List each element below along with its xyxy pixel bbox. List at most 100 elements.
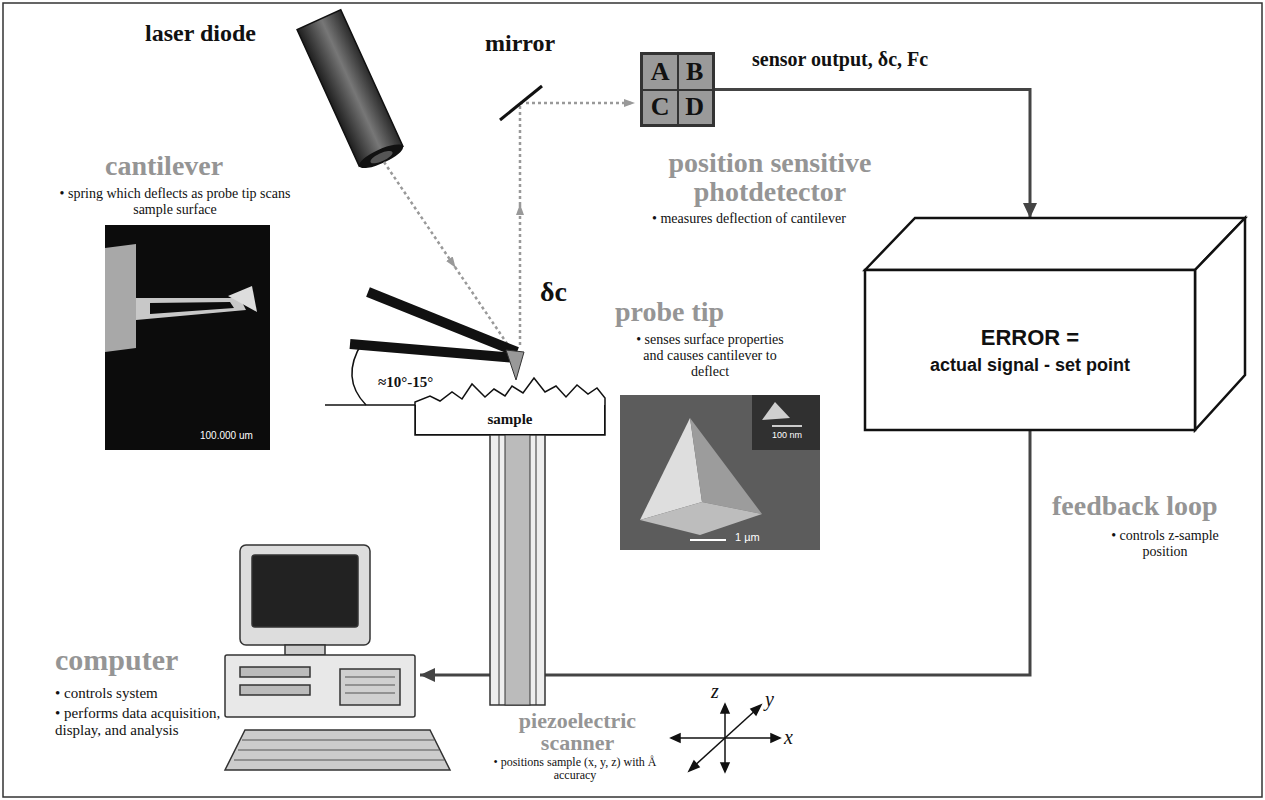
computer-part — [252, 555, 358, 627]
axis-label: x — [784, 726, 793, 749]
part-heading: feedback loop — [1052, 490, 1218, 522]
axis-symbol — [771, 734, 780, 742]
computer-part — [340, 669, 400, 705]
connector-arrowhead — [1023, 203, 1037, 218]
computer-note: • performs data acquisition, display, an… — [55, 705, 225, 739]
error-heading: ERROR = — [981, 323, 1079, 353]
laser-diode — [356, 140, 405, 173]
error-box-outline — [865, 218, 1245, 430]
detector-divider — [643, 89, 712, 91]
probe-tip-photo — [690, 539, 726, 541]
part-heading: probe tip — [615, 296, 724, 328]
computer-keyboard — [225, 730, 450, 770]
cantilever-photo — [105, 244, 136, 352]
axis-label: z — [711, 680, 719, 703]
axis-symbol — [721, 704, 729, 713]
signal-name: sensor output, δc, Fc — [752, 48, 928, 71]
computer-part — [234, 759, 444, 760]
part-heading: cantilever — [105, 150, 223, 182]
cantilever-photo — [150, 302, 234, 314]
axis-symbol — [671, 734, 680, 742]
photodetector-quadrant: ABCD — [640, 52, 715, 127]
laser-beam — [519, 104, 522, 205]
computer-note: • controls system — [55, 685, 225, 702]
part-note: • positions sample (x, y, z) with Å accu… — [475, 756, 675, 783]
mirror-line — [500, 86, 542, 120]
computer-part — [238, 749, 439, 750]
computer-part — [240, 685, 310, 695]
probe-tip-photo — [772, 425, 802, 427]
error-box: ERROR =actual signal - set point — [865, 218, 1245, 430]
deflection-label: δc — [540, 276, 567, 308]
probe-tip-photo — [690, 418, 762, 514]
error-box-text: ERROR =actual signal - set point — [865, 270, 1195, 430]
scale-label: 100 nm — [772, 430, 802, 440]
computer-part — [345, 692, 395, 693]
laser-beam — [520, 102, 634, 105]
angle-label: ≈10°-15° — [378, 374, 433, 391]
piezo-scanner-column — [490, 435, 545, 705]
part-heading: position sensitive photdetector — [640, 148, 900, 207]
probe-tip-photo — [762, 402, 790, 420]
axis-label: y — [765, 688, 774, 711]
axis-symbol — [671, 704, 780, 772]
error-box-front — [865, 270, 1195, 430]
part-note: • spring which deflects as probe tip sca… — [55, 186, 295, 218]
error-formula: actual signal - set point — [930, 353, 1130, 377]
part-name: mirror — [485, 30, 555, 58]
error-box-side — [1195, 218, 1245, 430]
cantilever-photo — [136, 298, 246, 320]
sample-plate: sample — [415, 405, 605, 435]
sample-surface — [415, 378, 605, 435]
part-note: • senses surface properties and causes c… — [635, 332, 785, 380]
quadrant-letter: D — [678, 90, 713, 125]
angle-marker — [325, 404, 415, 406]
computer-part — [240, 545, 370, 645]
cantilever-photo — [105, 225, 270, 450]
cantilever-photo — [228, 286, 257, 312]
probe-tip-photo — [640, 502, 762, 535]
sample-label: sample — [488, 411, 533, 428]
computer-part — [345, 684, 395, 685]
computer-part — [225, 655, 415, 717]
axis-symbol — [721, 763, 729, 772]
computer-part — [240, 667, 310, 677]
part-name: laser diode — [145, 20, 256, 48]
probe-tip-photo — [620, 395, 820, 550]
laser-beam — [519, 205, 522, 345]
computer-part — [345, 676, 395, 677]
probe-tip-photo — [620, 395, 820, 550]
quadrant-letter: A — [643, 55, 678, 90]
axis-symbol — [692, 708, 758, 768]
quadrant-letter: C — [643, 90, 678, 125]
piezo-scanner-column — [536, 435, 537, 705]
probe-tip-symbol — [506, 350, 524, 380]
piezo-scanner-column — [505, 435, 530, 705]
connector-arrowhead — [420, 668, 435, 682]
piezo-scanner-column — [490, 435, 545, 705]
laser-diode — [297, 10, 403, 166]
computer-part — [242, 739, 434, 740]
laser-diode — [297, 10, 406, 173]
cantilever-photo — [105, 225, 270, 450]
piezo-scanner-column — [499, 435, 500, 705]
part-note: • controls z-sample position — [1100, 528, 1230, 560]
scale-label: 100.000 um — [200, 430, 253, 442]
computer-part — [285, 645, 325, 655]
quadrant-letter: B — [678, 55, 713, 90]
scale-label: 1 µm — [735, 531, 760, 544]
computer-station: computer • controls system • performs data… — [40, 545, 420, 780]
part-heading: piezoelectric scanner — [490, 710, 665, 754]
part-note: • measures deflection of cantilever — [652, 211, 846, 227]
error-box-top — [865, 218, 1245, 270]
cantilever-beam — [350, 344, 517, 358]
frame-border — [3, 3, 1262, 797]
probe-tip-photo — [752, 395, 820, 450]
axis-symbol — [751, 705, 761, 715]
angle-marker — [352, 343, 366, 405]
laser-diode — [369, 149, 394, 166]
computer-heading: computer — [55, 643, 178, 677]
cantilever-beam — [350, 292, 517, 358]
axis-symbol — [689, 761, 699, 771]
